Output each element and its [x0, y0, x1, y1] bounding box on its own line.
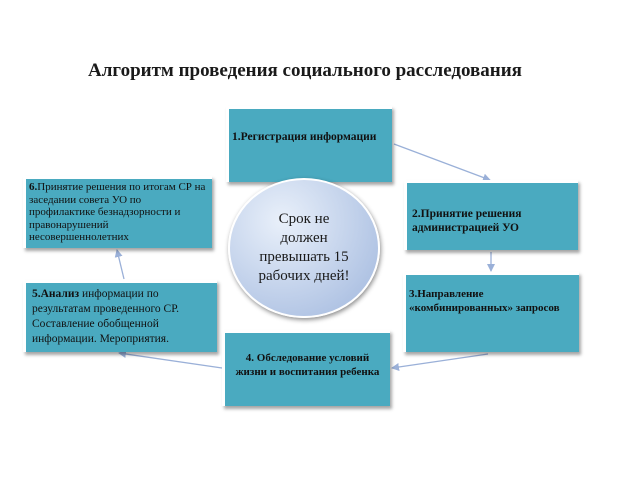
step-1-box: 1.Регистрация информации — [226, 106, 392, 182]
arrow-3-to-4 — [391, 353, 489, 371]
deadline-text: Срок не должен превышать 15 рабочих дней… — [258, 211, 350, 284]
arrow-5-to-6 — [114, 249, 125, 280]
arrow-1-to-2 — [393, 143, 491, 182]
step-2-text: 2.Принятие решения администрацией УО — [412, 208, 522, 234]
diagram-title: Алгоритм проведения социального расследо… — [88, 60, 522, 81]
step-3-text: 3.Направление «комбинированных» запросов — [409, 288, 560, 314]
step-4-box: 4. Обследование условий жизни и воспитан… — [222, 330, 390, 406]
step-5-box: 5.Анализ информации по результатам прове… — [23, 280, 217, 352]
step-3-box: 3.Направление «комбинированных» запросов — [403, 272, 579, 352]
step-5-label: 5.Анализ — [32, 288, 80, 300]
step-6-box: 6.Принятие решения по итогам СР на засед… — [23, 176, 212, 248]
step-4-text: 4. Обследование условий жизни и воспитан… — [235, 352, 380, 378]
step-6-text: Принятие решения по итогам СР на заседан… — [29, 181, 206, 243]
deadline-circle: Срок не должен превышать 15 рабочих дней… — [228, 178, 380, 318]
step-2-box: 2.Принятие решения администрацией УО — [404, 180, 578, 250]
step-6-label: 6. — [29, 181, 38, 193]
step-5-text: информации по результатам проведенного С… — [32, 288, 180, 345]
arrow-4-to-5 — [118, 350, 223, 369]
step-1-text: 1.Регистрация информации — [232, 131, 377, 143]
